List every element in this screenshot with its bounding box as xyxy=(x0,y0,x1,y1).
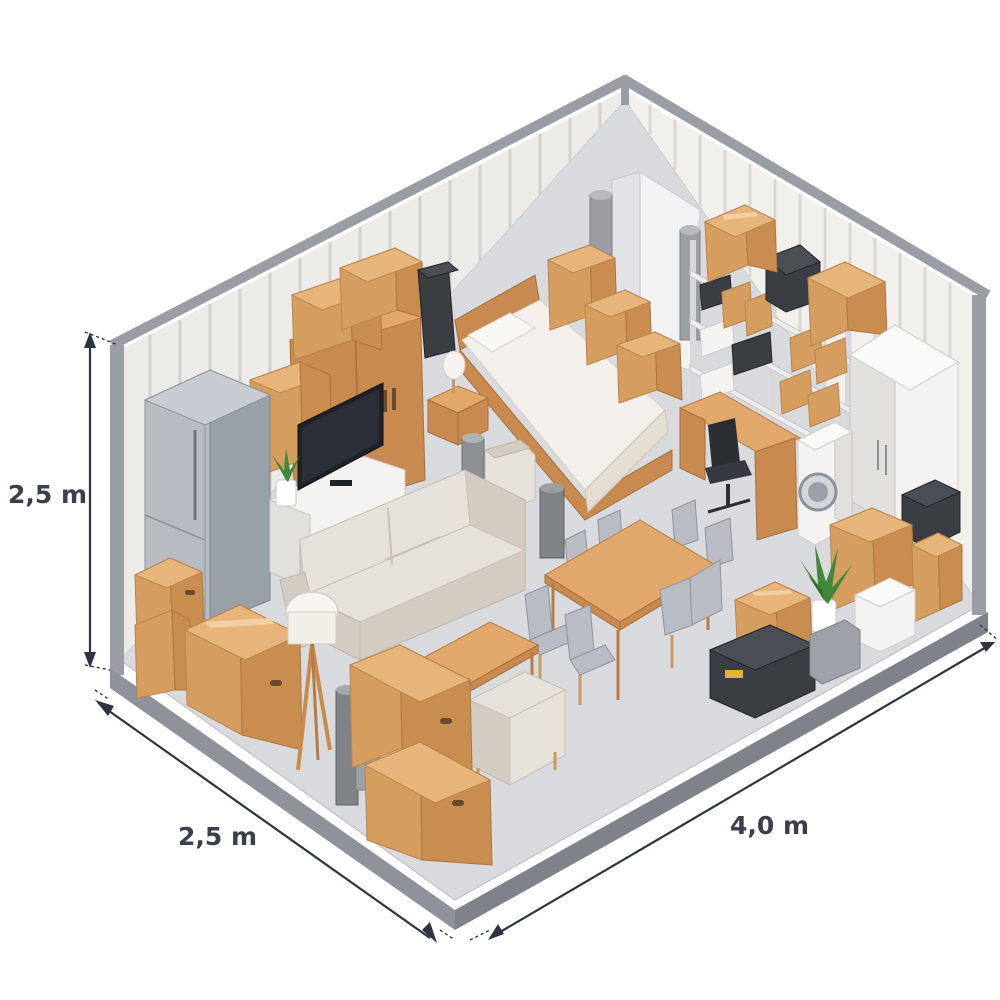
bed xyxy=(454,274,673,521)
box-large-front-left xyxy=(183,604,303,751)
box-shelf-right xyxy=(806,261,888,347)
pillow xyxy=(467,312,536,353)
floor-edge-right xyxy=(455,612,988,930)
dining-chairs-front xyxy=(524,559,723,705)
lamp-icon-bedside xyxy=(442,350,466,393)
tv-icon xyxy=(297,382,384,491)
box-stack-behind-bed xyxy=(546,244,683,404)
dark-bin-right-top xyxy=(900,479,962,549)
armchair-front xyxy=(468,671,567,790)
wardrobe-white xyxy=(849,324,959,531)
washing-machine-icon xyxy=(796,421,854,546)
plant-icon-left xyxy=(272,448,300,507)
left-front-post xyxy=(110,345,124,675)
box-right-stack xyxy=(828,507,964,623)
dark-toolbox xyxy=(708,624,817,719)
depth-label: 2,5 m xyxy=(178,822,257,851)
rolled-rug-middle xyxy=(461,433,565,559)
desk xyxy=(678,391,802,541)
box-stack-front-center xyxy=(348,644,493,866)
floor-edge-left xyxy=(110,668,455,930)
box-shelf-top xyxy=(703,204,778,283)
plant-icon-right xyxy=(800,545,852,633)
white-bin-right xyxy=(853,577,917,653)
dimension-depth xyxy=(94,689,456,943)
nightstand xyxy=(426,385,490,446)
width-label: 4,0 m xyxy=(730,811,809,840)
height-label: 2,5 m xyxy=(8,480,87,509)
dark-bin-back xyxy=(416,261,460,359)
dimension-height xyxy=(84,331,119,671)
lamp-icon-floor xyxy=(285,591,339,771)
right-front-post xyxy=(972,295,986,615)
dimension-width xyxy=(469,624,999,941)
grey-bin-right xyxy=(809,619,861,685)
box-stack-wardrobe-top xyxy=(290,247,425,361)
office-chair xyxy=(705,418,752,514)
